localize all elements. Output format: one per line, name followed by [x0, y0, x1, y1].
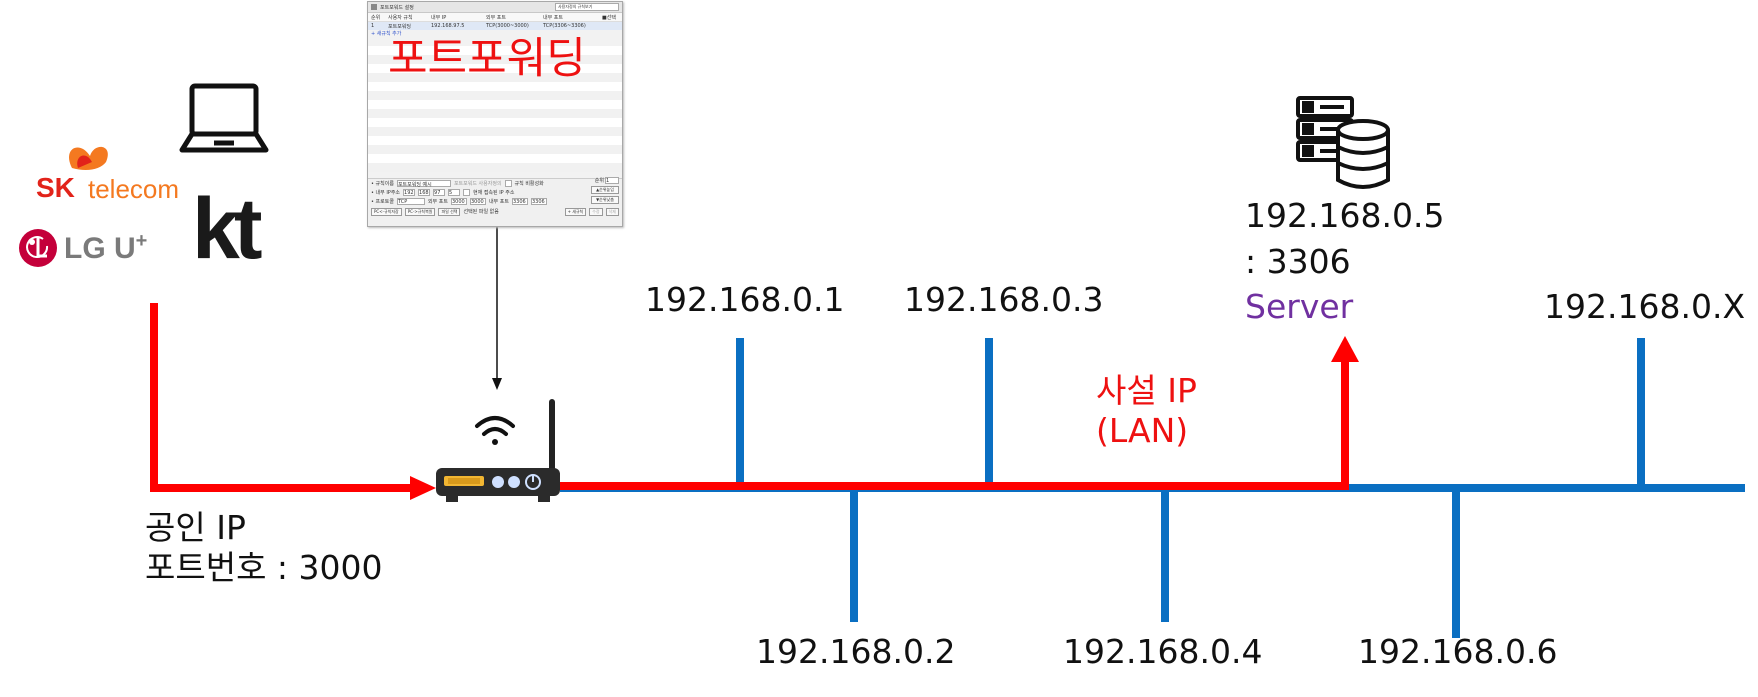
database-icon [1336, 119, 1390, 189]
ip-octet-1[interactable]: 192 [403, 189, 416, 196]
window-icon [371, 4, 377, 10]
int-port-to[interactable]: 3306 [530, 198, 547, 205]
config-titlebar: 포트포워드 설정 사용자정의 규칙보기 [368, 2, 622, 13]
order-input[interactable]: 1 [605, 177, 619, 184]
no-file-text: 선택된 파일 없음 [463, 209, 499, 215]
host-0-3: 192.168.0.3 [904, 280, 1104, 319]
server-icon [1296, 96, 1354, 162]
wifi-icon [475, 416, 515, 445]
private-ip-label: 사설 IP (LAN) [1096, 371, 1197, 450]
server-port: : 3306 [1245, 241, 1351, 281]
server-ip: 192.168.0.5 [1245, 196, 1445, 235]
lgu-brand: LG U+ [64, 230, 148, 265]
move-up-button[interactable]: ▲순위높임 [591, 186, 619, 194]
ext-port-to[interactable]: 3000 [469, 198, 486, 205]
host-0-2: 192.168.0.2 [756, 632, 956, 671]
empty-table-area [368, 46, 622, 172]
config-arrow-head [492, 378, 502, 390]
lg-face-icon [19, 229, 57, 267]
save-rules-button[interactable]: PC<-규칙저장 [371, 208, 402, 216]
host-0-6: 192.168.0.6 [1358, 632, 1558, 671]
router-icon [436, 399, 560, 502]
add-rule-link[interactable]: + 새규칙 추가 [371, 31, 402, 37]
kt-logo: kt [192, 186, 263, 272]
config-title: 포트포워드 설정 [380, 4, 414, 11]
restore-rules-button[interactable]: PC->규칙복원 [404, 208, 436, 216]
laptop-icon [179, 83, 269, 153]
current-ip-checkbox[interactable] [463, 189, 471, 196]
port-forwarding-title: 포트포워딩 [388, 34, 586, 84]
sk-butterfly-icon [69, 146, 108, 170]
kt-brand: kt [192, 181, 263, 277]
rule-edit-form: • 규칙이름 포트포워딩 예시 포트포워드 사용자정의 규칙 비활성화 • 내부… [368, 178, 622, 226]
sk-telecom-logo: SK telecom [36, 138, 196, 208]
ip-octet-2[interactable]: 168 [418, 189, 431, 196]
ip-octet-4[interactable]: 5 [448, 189, 461, 196]
public-flow [150, 303, 424, 492]
ext-port-from[interactable]: 3000 [450, 198, 467, 205]
server-name: Server [1245, 287, 1354, 327]
sk-sub: telecom [88, 174, 180, 204]
port-forward-config-window: 포트포워드 설정 사용자정의 규칙보기 순위 사용자 규칙 내부 IP 외부 포… [367, 1, 623, 227]
private-flow-arrowhead [1331, 336, 1359, 362]
host-0-x: 192.168.0.X [1544, 287, 1746, 326]
rule-filter-select[interactable]: 사용자정의 규칙보기 [555, 3, 619, 11]
protocol-select[interactable]: TCP [396, 198, 425, 205]
edit-button[interactable]: 수정 [589, 208, 603, 216]
private-flow [560, 355, 1349, 490]
move-down-button[interactable]: ▼순위낮춤 [591, 196, 619, 204]
delete-button[interactable]: 삭제 [605, 208, 619, 216]
public-flow-arrowhead [410, 476, 436, 500]
lg-uplus-logo: LG U+ [18, 226, 168, 270]
server-label: 192.168.0.5 : 3306 Server [1245, 193, 1444, 330]
rule-name-input[interactable]: 포트포워딩 예시 [396, 180, 451, 188]
new-rule-button[interactable]: + 새규칙 [564, 208, 587, 216]
public-ip-label: 공인 IP 포트번호 : 3000 [145, 508, 383, 587]
sk-brand: SK [36, 172, 75, 203]
choose-file-button[interactable]: 파일 선택 [438, 208, 461, 216]
ip-octet-3[interactable]: 97 [433, 189, 446, 196]
host-0-4: 192.168.0.4 [1063, 632, 1263, 671]
rule-disable-checkbox[interactable] [504, 180, 512, 187]
rules-table-header: 순위 사용자 규칙 내부 IP 외부 포트 내부 포트 ■선택 [368, 13, 622, 22]
int-port-from[interactable]: 3306 [511, 198, 528, 205]
host-0-1: 192.168.0.1 [645, 280, 845, 319]
table-row[interactable]: 1 포트포워딩 192.168.97.5 TCP(3000~3000) TCP(… [368, 22, 622, 30]
